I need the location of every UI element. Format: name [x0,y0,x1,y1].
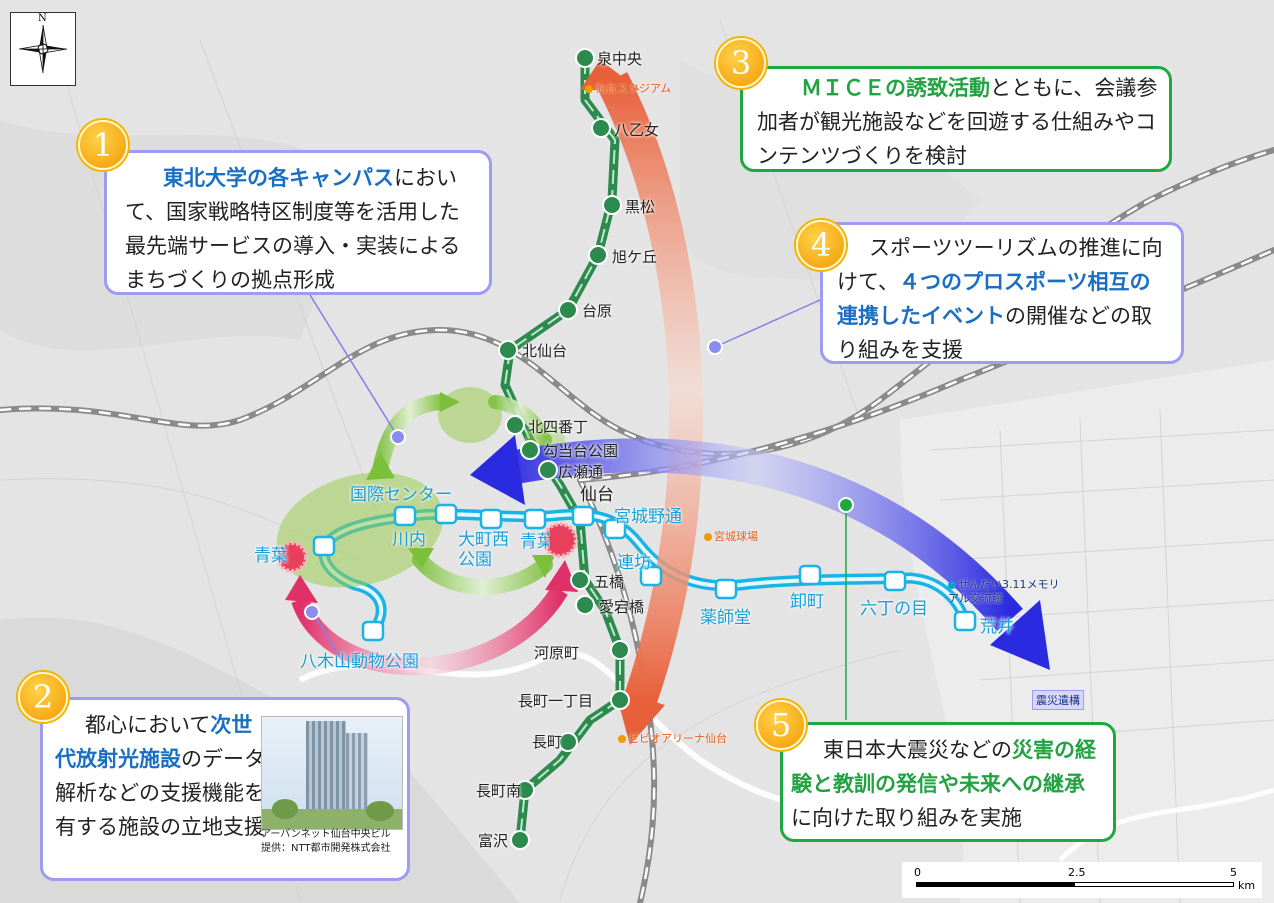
station-label: 富沢 [478,832,509,850]
scale-bar: 0 2.5 5 km [902,862,1262,898]
venue-label: せんだい3.11メモリアル交流館 [948,578,1068,606]
station-label: 大町西公園 [458,530,509,570]
body-text: 東日本大震災などの [823,738,1012,762]
callout-disaster-lessons: 東日本大震災などの災害の経験と教訓の発信や未来への継承に向けた取り組みを実施 [780,722,1116,842]
station-label: 国際センター [350,485,452,505]
station-label: 宮城野通 [614,507,682,527]
callout-text: 東日本大震災などの災害の経験と教訓の発信や未来への継承に向けた取り組みを実施 [791,733,1103,835]
body-text: スポーツツーリズムの推進に向けて、 [837,236,1163,294]
callout-number-badge: 4 [796,220,846,270]
station-label: 八乙女 [614,121,660,139]
body-text: に向けた取り組みを実施 [791,806,1022,830]
station-label: 台原 [582,302,613,320]
callout-number-badge: 5 [756,700,806,750]
callout-text: スポーツツーリズムの推進に向けて、４つのプロスポーツ相互の連携したイベントの開催… [837,231,1171,367]
body-text: 都心において [85,713,211,737]
callout-number-badge: 3 [716,38,766,88]
callout-number-badge: 2 [18,672,68,722]
station-label: 北仙台 [522,342,568,360]
station-label: 連坊 [617,553,651,573]
callout-synchrotron-facility: 都心において次世代放射光施設のデータ解析などの支援機能を有する施設の立地支援 ア… [40,697,410,881]
venue-label: 宮城球場 [704,528,758,544]
callout-tohoku-university: 東北大学の各キャンパスにおいて、国家戦略特区制度等を活用した最先端サービスの導入… [104,150,492,295]
callout-text: 東北大学の各キャンパスにおいて、国家戦略特区制度等を活用した最先端サービスの導入… [125,161,477,297]
photo-caption: アーバンネット仙台中央ビル [261,829,391,840]
scale-tick-label: 0 [914,866,921,879]
station-label: 卸町 [790,592,824,612]
station-label: 荒井 [980,617,1014,637]
scale-tick-label: 5 [1230,866,1237,879]
station-label: 青葉 [254,546,288,566]
station-label: 愛宕橋 [599,598,645,616]
station-label: 河原町 [534,644,580,662]
station-label: 広瀬通 [558,463,604,481]
highlight-text: ＭＩＣＥの誘致活動 [801,76,990,100]
highlight-text: 次世代放射光施設 [55,713,253,771]
station-label: 北四番丁 [528,418,589,436]
north-label: N [38,13,47,24]
scale-unit: km [1238,879,1256,892]
station-label: 勾当台公園 [543,442,619,460]
station-label: 八木山動物公園 [300,652,419,672]
building-photo [261,716,403,830]
venue-label: 震災遺構 [1032,690,1084,710]
callout-number-badge: 1 [78,120,128,170]
body-text: とともに、会議参加者が観光施設などを回遊する仕組みやコンテンツづくりを検討 [757,76,1158,168]
venue-label: ゼビオアリーナ仙台 [618,730,727,746]
station-label: 長町一丁目 [518,692,594,710]
station-label: 泉中央 [597,50,643,68]
station-label: 仙台 [580,485,614,505]
station-label: 薬師堂 [700,608,751,628]
photo-credit: 提供：NTT都市開発株式会社 [261,843,391,854]
body-text: において、国家戦略特区制度等を活用した最先端サービスの導入・実装によるまちづくり… [125,166,461,292]
station-label: 六丁の目 [860,599,928,619]
callout-text: ＭＩＣＥの誘致活動とともに、会議参加者が観光施設などを回遊する仕組みやコンテンツ… [757,71,1159,173]
station-label: 青葉通 [520,532,550,552]
station-label: 長町 [532,733,563,751]
body-text: のデータ解析などの支援機能を有する施設の立地支援 [55,747,265,839]
highlight-text: 東北大学の各キャンパス [163,166,394,190]
callout-text: 都心において次世代放射光施設のデータ解析などの支援機能を有する施設の立地支援 [55,708,265,844]
station-label: 旭ケ丘 [612,248,658,266]
highlight-text: ４つのプロスポーツ相互の連携したイベント [837,270,1151,328]
scale-tick-label: 2.5 [1068,866,1086,879]
callout-mice: ＭＩＣＥの誘致活動とともに、会議参加者が観光施設などを回遊する仕組みやコンテンツ… [740,66,1172,172]
compass-rose-icon: N [10,12,76,86]
venue-label: 仙台スタジアム [585,80,671,96]
body-text: の開催などの取り組みを支援 [837,304,1152,362]
callout-sports-tourism: スポーツツーリズムの推進に向けて、４つのプロスポーツ相互の連携したイベントの開催… [820,222,1184,364]
station-label: 五橋 [594,573,625,591]
station-label: 黒松 [625,198,656,216]
station-label: 長町南 [476,782,522,800]
station-label: 川内 [392,530,426,550]
highlight-text: 災害の経験と教訓の発信や未来への継承 [791,738,1096,796]
